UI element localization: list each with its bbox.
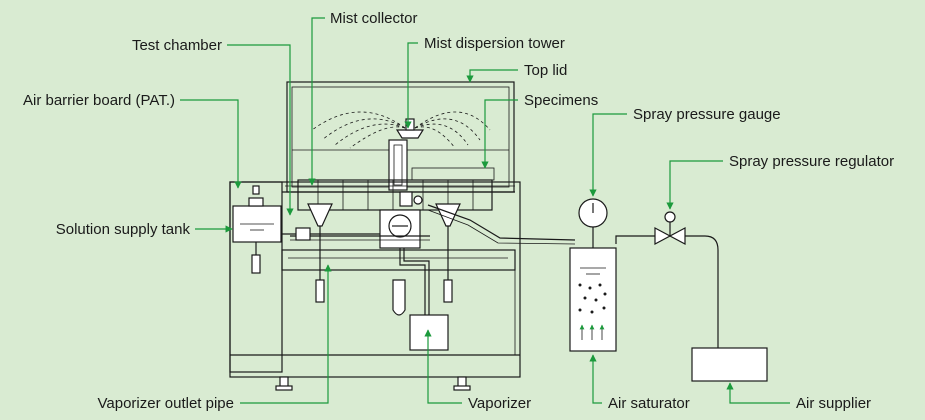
vaporizer-outlet-pipe-drawing	[399, 248, 430, 315]
air-saturator-drawing	[569, 247, 617, 352]
chamber-floor	[281, 249, 516, 271]
mist-collector-left	[307, 203, 333, 303]
vaporizer-vessel	[409, 314, 449, 351]
label-vaporizer: Vaporizer	[468, 395, 531, 412]
test-cabinet	[229, 81, 521, 391]
leader-lines	[180, 17, 790, 404]
label-air-barrier-board: Air barrier board (PAT.)	[23, 92, 175, 109]
label-mist-collector: Mist collector	[330, 10, 418, 27]
mist-spray-pattern	[311, 111, 491, 149]
nozzle-controller	[379, 191, 423, 249]
label-specimens: Specimens	[524, 92, 598, 109]
heater-element	[392, 279, 406, 316]
mist-collector-right	[435, 203, 461, 303]
label-solution-supply-tank: Solution supply tank	[56, 221, 191, 238]
spray-pressure-regulator-drawing	[615, 211, 719, 348]
label-air-saturator: Air saturator	[608, 395, 690, 412]
label-spray-pressure-regulator: Spray pressure regulator	[729, 153, 894, 170]
air-line-chamber	[427, 204, 576, 241]
solution-supply-tank-drawing	[232, 185, 380, 274]
label-spray-pressure-gauge: Spray pressure gauge	[633, 106, 781, 123]
label-vaporizer-outlet-pipe: Vaporizer outlet pipe	[98, 395, 234, 412]
label-air-supplier: Air supplier	[796, 395, 871, 412]
label-top-lid: Top lid	[524, 62, 567, 79]
label-mist-dispersion-tower: Mist dispersion tower	[424, 35, 565, 52]
spray-pressure-gauge-drawing	[578, 198, 608, 248]
mist-dispersion-tower	[388, 118, 425, 191]
label-test-chamber: Test chamber	[132, 37, 222, 54]
air-supplier-drawing	[691, 347, 768, 382]
